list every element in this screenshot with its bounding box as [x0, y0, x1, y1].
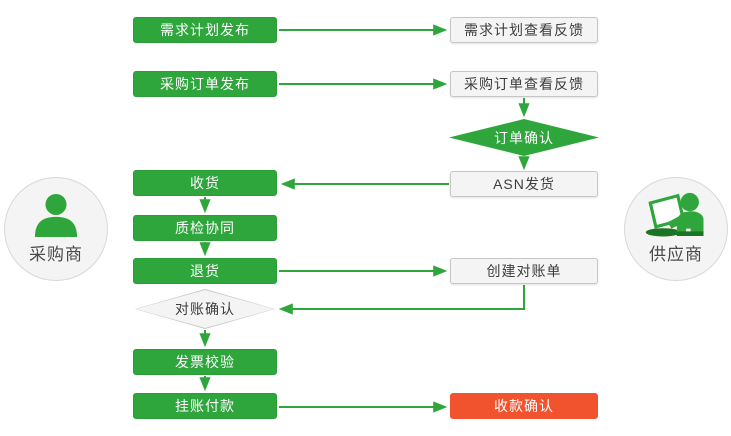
- edge-statement-to-confirm: [278, 285, 525, 315]
- node-quality-check: 质检协同: [133, 215, 277, 241]
- node-order-confirm: 订单确认: [449, 119, 599, 156]
- node-asn-ship: ASN发货: [450, 171, 598, 197]
- node-demand-plan-feedback: 需求计划查看反馈: [450, 17, 598, 43]
- node-label: 订单确认: [494, 129, 554, 146]
- node-po-publish: 采购订单发布: [133, 71, 277, 97]
- actor-buyer: 采购商: [4, 177, 108, 281]
- node-po-feedback: 采购订单查看反馈: [450, 71, 598, 97]
- node-statement-confirm: 对账确认: [135, 289, 275, 329]
- actor-buyer-label: 采购商: [29, 245, 83, 264]
- supplier-computer-icon: [643, 191, 709, 237]
- node-create-statement: 创建对账单: [450, 258, 598, 284]
- buyer-person-icon: [31, 191, 81, 237]
- node-payment: 挂账付款: [133, 393, 277, 419]
- actor-supplier-label: 供应商: [649, 245, 703, 264]
- actor-supplier: 供应商: [624, 177, 728, 281]
- node-receive: 收货: [133, 170, 277, 196]
- node-label: 对账确认: [175, 301, 235, 317]
- node-return-goods: 退货: [133, 258, 277, 284]
- node-receipt-confirm: 收款确认: [450, 393, 598, 419]
- node-invoice-verify: 发票校验: [133, 349, 277, 375]
- node-demand-plan-publish: 需求计划发布: [133, 17, 277, 43]
